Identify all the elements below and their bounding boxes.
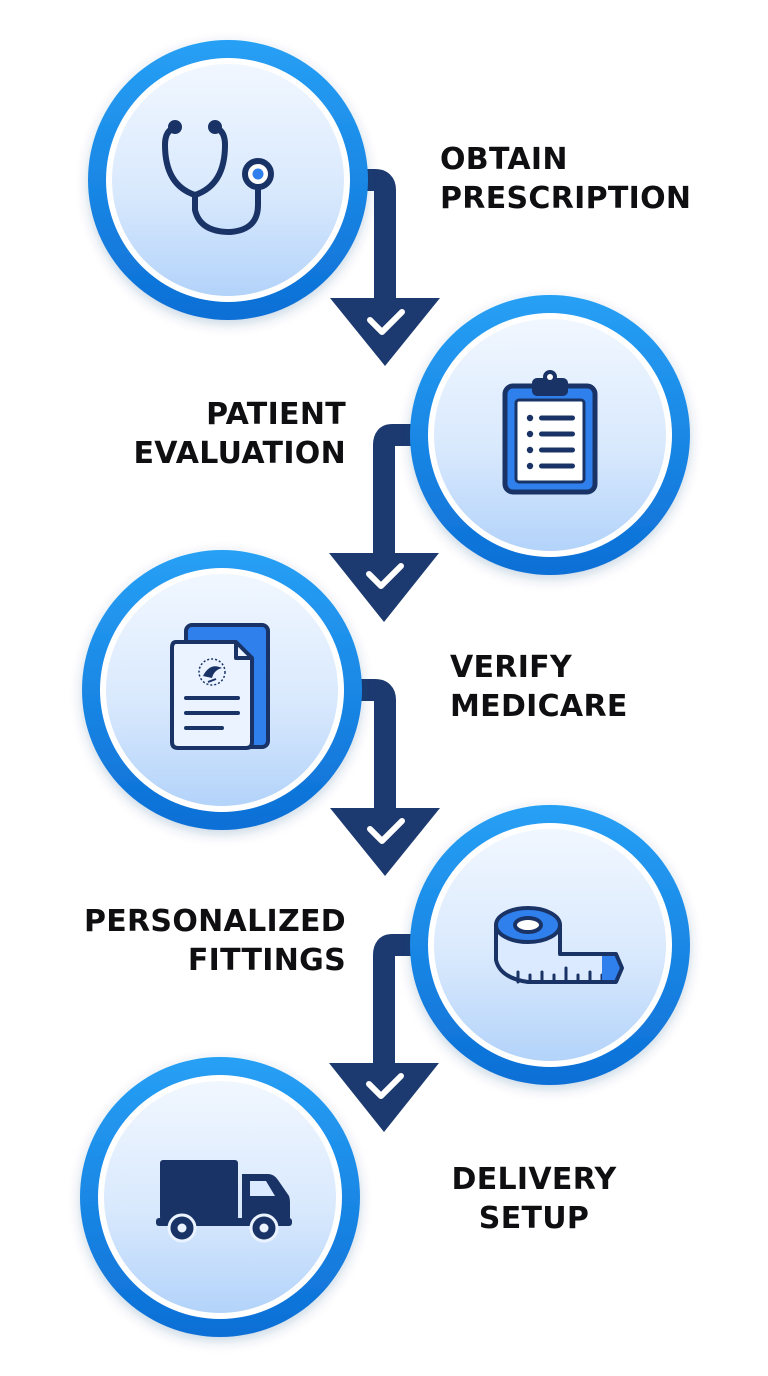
step-label-4-line1: PERSONALIZED	[83, 904, 346, 939]
step-label-5: DELIVERY SETUP	[448, 1160, 620, 1238]
step-label-1-line1: OBTAIN	[440, 142, 568, 177]
check-icon	[366, 1073, 404, 1099]
clipboard-icon	[502, 370, 598, 495]
step-label-2-line1: PATIENT	[206, 397, 346, 432]
step-label-5-line2: SETUP	[478, 1201, 590, 1236]
connector-arrow-3	[330, 679, 440, 876]
measuring-tape-icon	[494, 906, 624, 984]
step-circle-1	[88, 40, 368, 320]
step-label-3-line1: VERIFY	[450, 650, 572, 685]
check-icon	[367, 309, 405, 335]
step-label-2: PATIENT EVALUATION	[110, 395, 346, 473]
stethoscope-icon	[162, 120, 274, 235]
check-icon	[367, 818, 405, 844]
check-icon	[366, 563, 404, 589]
step-label-4: PERSONALIZED FITTINGS	[70, 902, 346, 980]
delivery-truck-icon	[156, 1160, 292, 1243]
step-label-3: VERIFY MEDICARE	[450, 648, 628, 726]
step-label-1-line2: PRESCRIPTION	[440, 181, 692, 216]
step-label-4-line2: FITTINGS	[187, 943, 346, 978]
step-label-1: OBTAIN PRESCRIPTION	[440, 140, 691, 218]
connector-arrow-4	[329, 934, 440, 1132]
connector-arrow-1	[330, 169, 440, 366]
step-label-3-line2: MEDICARE	[450, 689, 628, 724]
step-label-5-line1: DELIVERY	[451, 1162, 617, 1197]
step-label-2-line2: EVALUATION	[133, 436, 346, 471]
medicare-document-icon	[170, 623, 270, 750]
connector-arrow-2	[329, 424, 440, 622]
